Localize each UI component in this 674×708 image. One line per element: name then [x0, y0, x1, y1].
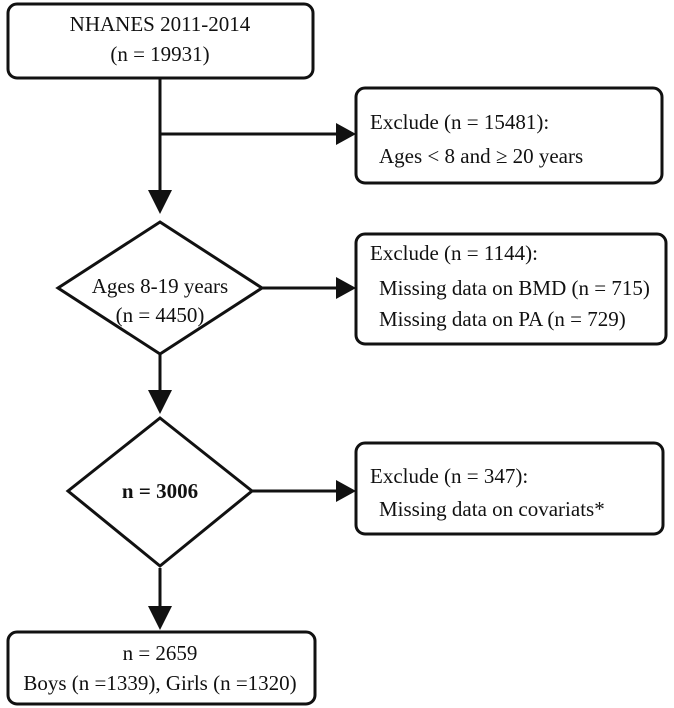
bottom-box: n = 2659 Boys (n =1339), Girls (n =1320)	[6, 630, 317, 706]
bottom-box-shape	[6, 630, 317, 706]
exclude-box-1-shape	[354, 86, 664, 185]
exclude-box-3: Exclude (n = 347): Missing data on covar…	[354, 441, 665, 536]
exclude-box-2: Exclude (n = 1144): Missing data on BMD …	[354, 232, 668, 346]
exclude-box-3-shape	[354, 441, 665, 536]
decision-diamond-1-line1: Ages 8-19 years	[92, 274, 228, 298]
exclude-box-2-title: Exclude (n = 1144):	[370, 241, 538, 265]
decision-diamond-1-shape	[55, 220, 265, 356]
decision-diamond-2: n = 3006	[65, 416, 255, 568]
decision-diamond-1-line2: (n = 4450)	[116, 303, 205, 327]
decision-diamond-2-line1: n = 3006	[122, 479, 198, 503]
exclude-box-2-line1: Missing data on BMD (n = 715)	[379, 276, 650, 300]
exclude-box-1: Exclude (n = 15481): Ages < 8 and ≥ 20 y…	[354, 86, 664, 185]
arrow-to-exclude3	[336, 480, 356, 502]
bottom-box-line1: n = 2659	[123, 641, 198, 665]
arrow-to-diamond1	[148, 190, 172, 214]
top-box-line1: NHANES 2011-2014	[70, 12, 251, 36]
exclude-box-3-line1: Missing data on covariats*	[379, 497, 605, 521]
arrow-to-bottom-box	[148, 606, 172, 630]
top-box: NHANES 2011-2014 (n = 19931)	[6, 2, 315, 80]
decision-diamond-1: Ages 8-19 years (n = 4450)	[55, 220, 265, 356]
top-box-line2: (n = 19931)	[110, 42, 209, 66]
arrow-to-exclude1	[336, 123, 356, 145]
exclude-box-2-line2: Missing data on PA (n = 729)	[379, 307, 626, 331]
arrow-to-diamond2	[148, 390, 172, 414]
bottom-box-line2: Boys (n =1339), Girls (n =1320)	[23, 671, 296, 695]
exclude-box-1-title: Exclude (n = 15481):	[370, 110, 549, 134]
top-box-shape	[6, 2, 315, 80]
arrow-to-exclude2	[336, 277, 356, 299]
exclude-box-2-shape	[354, 232, 668, 346]
exclude-box-1-line1: Ages < 8 and ≥ 20 years	[379, 144, 583, 168]
decision-diamond-2-shape	[65, 416, 255, 568]
exclude-box-3-title: Exclude (n = 347):	[370, 464, 528, 488]
